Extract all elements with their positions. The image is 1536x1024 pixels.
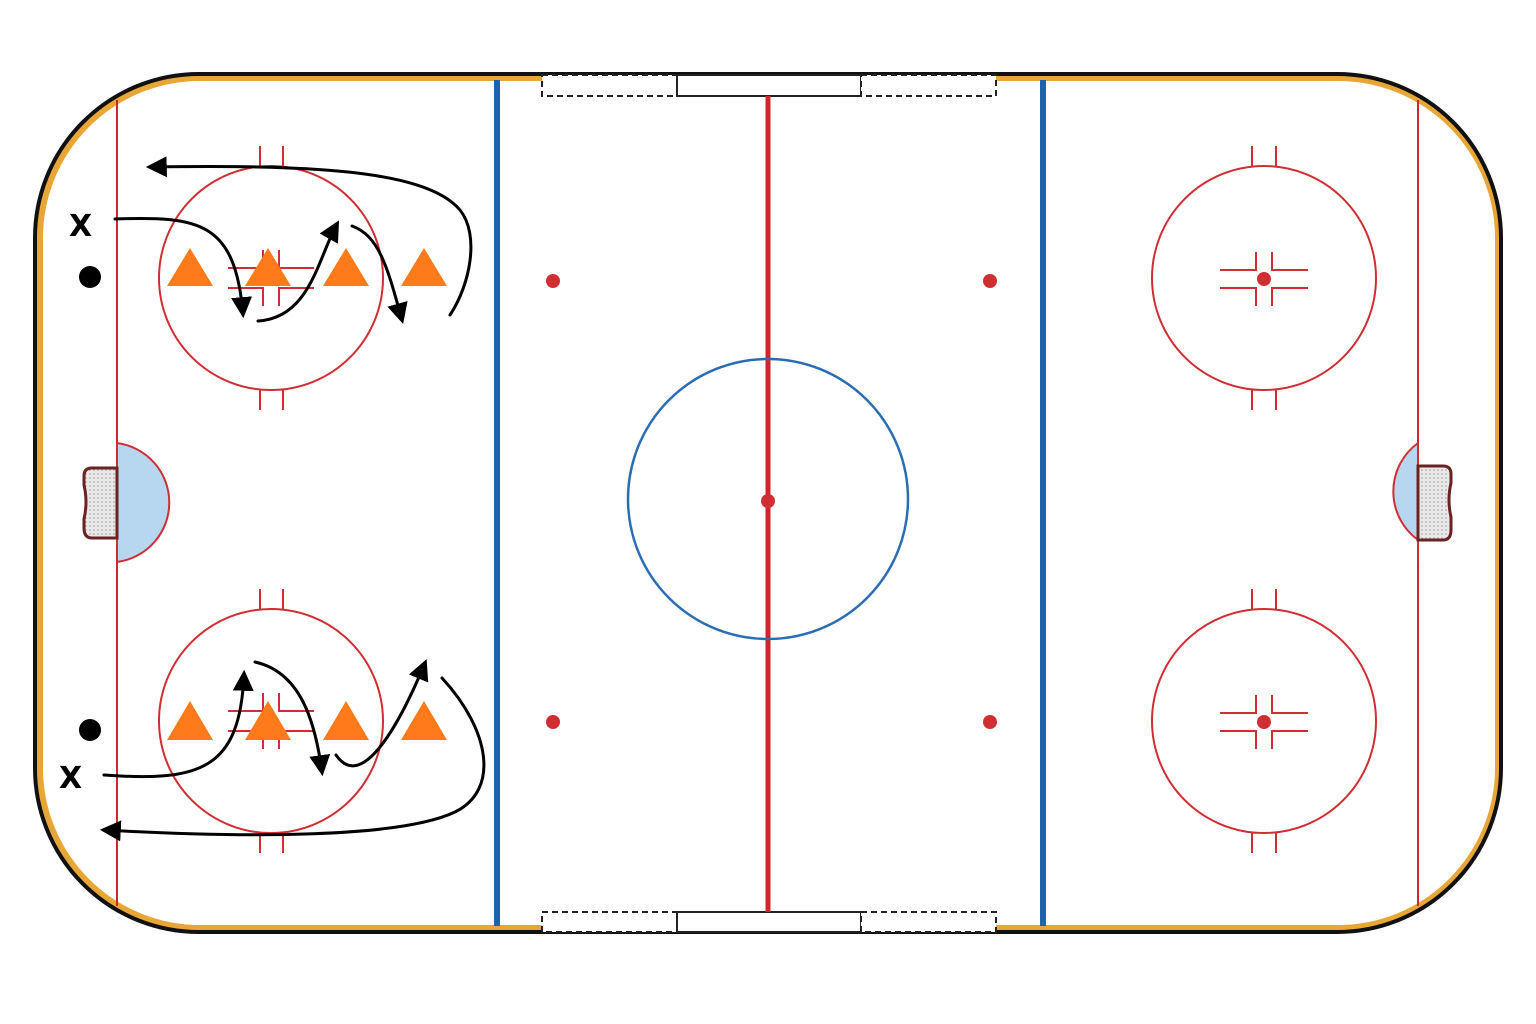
center-faceoff-circle (626, 357, 910, 641)
path-arrow (113, 216, 252, 319)
faceoff-circle-bottom-right (1151, 589, 1377, 853)
orange-triangle-cone-icon (323, 248, 369, 286)
faceoff-circle-top-right (1151, 146, 1377, 410)
cone-row-bottom (167, 701, 447, 740)
goal-crease-right (1392, 441, 1419, 562)
hockey-net-icon (1416, 464, 1453, 542)
orange-triangle-cone-icon (167, 701, 213, 740)
drill-paths-bottom (99, 659, 486, 842)
orange-triangle-cone-icon (323, 701, 369, 740)
path-arrow (253, 660, 331, 777)
path-arrow (256, 220, 340, 323)
neutral-dot-top-left (546, 274, 560, 288)
bench-bottom (541, 911, 997, 933)
path-arrow (334, 659, 429, 768)
path-arrow (350, 224, 408, 325)
orange-triangle-cone-icon (167, 248, 213, 286)
goal-crease-left (116, 441, 171, 564)
path-arrow (99, 676, 486, 842)
path-arrow (102, 669, 254, 779)
orange-triangle-cone-icon (245, 701, 291, 740)
black-dot-puck-icon (79, 719, 101, 741)
neutral-dot-top-right (983, 274, 997, 288)
drill-paths-top (113, 156, 473, 325)
neutral-dot-bottom-right (983, 715, 997, 729)
x-player-icon: X (59, 761, 82, 796)
hockey-net-icon (82, 466, 119, 540)
orange-triangle-cone-icon (245, 248, 291, 286)
bench-top (541, 74, 997, 97)
center-faceoff-dot (761, 494, 775, 508)
path-arrow (145, 156, 473, 317)
orange-triangle-cone-icon (401, 248, 447, 286)
cone-row-top (167, 248, 447, 286)
x-player-icon: X (69, 209, 92, 244)
black-dot-puck-icon (79, 266, 101, 288)
orange-triangle-cone-icon (401, 701, 447, 740)
neutral-dot-bottom-left (546, 715, 560, 729)
